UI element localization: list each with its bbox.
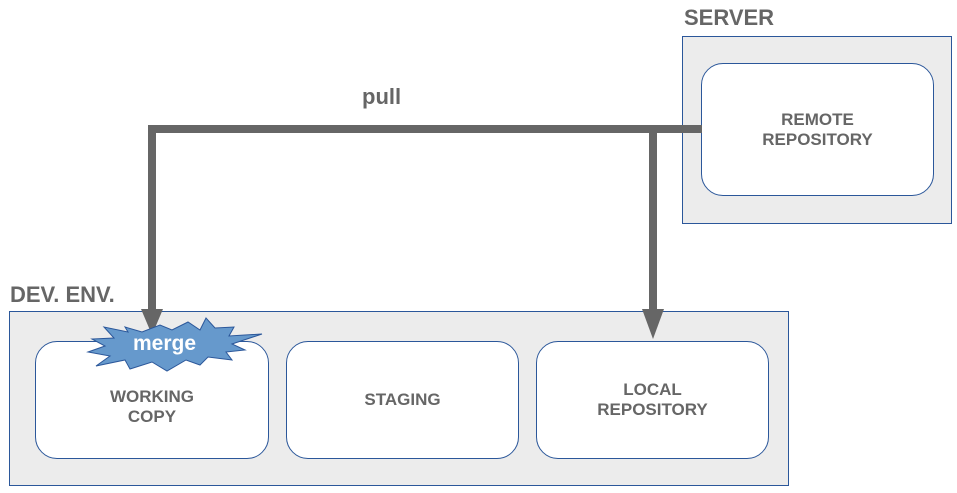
working-copy-label-line-1: WORKING xyxy=(109,387,195,406)
staging-box: STAGING xyxy=(286,341,519,459)
working-copy-arrowhead xyxy=(141,309,163,335)
remote-repository-label-line-1: REMOTE xyxy=(781,109,854,129)
merge-burst-shape xyxy=(86,317,263,372)
local-repository-box: LOCAL REPOSITORY xyxy=(536,341,769,459)
working-copy-label-line-2: COPY xyxy=(127,407,177,426)
pull-to-working-copy-line xyxy=(148,125,702,312)
local-repository-arrowhead xyxy=(642,309,664,339)
local-repository-label-line-1: LOCAL xyxy=(623,380,682,399)
remote-repository-label-line-2: REPOSITORY xyxy=(762,129,873,149)
staging-label: STAGING xyxy=(364,390,441,409)
dev-env-zone-label: DEV. ENV. xyxy=(10,282,115,307)
local-repository-label-line-2: REPOSITORY xyxy=(597,400,708,419)
remote-repository-box: REMOTE REPOSITORY xyxy=(701,63,934,196)
pull-label: pull xyxy=(362,84,402,109)
server-zone-label: SERVER xyxy=(684,5,775,30)
merge-label: merge xyxy=(133,332,197,355)
